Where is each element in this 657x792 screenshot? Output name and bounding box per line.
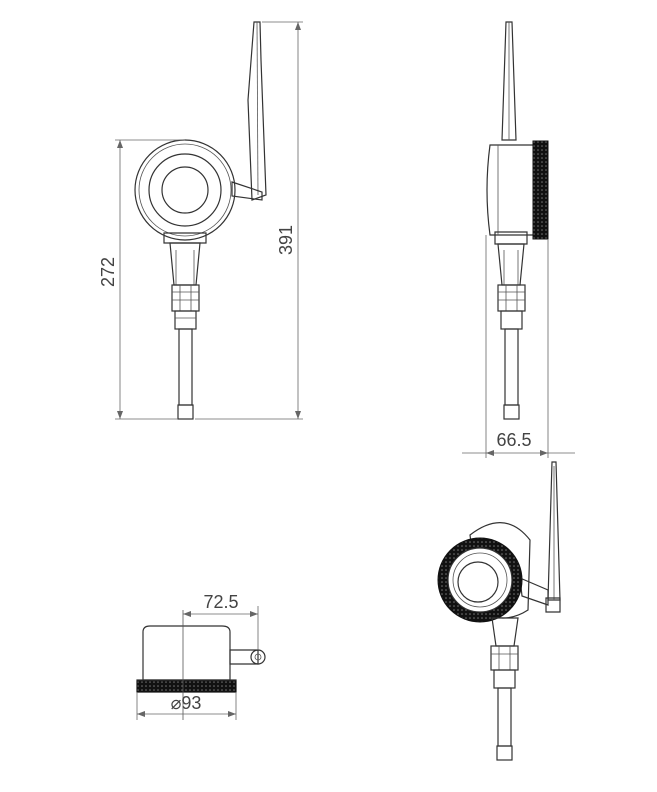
dimension-272-label: 272 bbox=[98, 257, 118, 287]
front-antenna bbox=[231, 21, 267, 201]
side-antenna bbox=[501, 21, 517, 141]
front-view: 391 272 bbox=[98, 21, 303, 420]
dimension-72-5: 72.5 bbox=[183, 592, 259, 650]
front-stem bbox=[169, 242, 201, 420]
dimension-272: 272 bbox=[98, 139, 185, 420]
svg-text:⌀93: ⌀93 bbox=[171, 693, 202, 713]
dimension-391: 391 bbox=[195, 21, 303, 420]
side-housing bbox=[486, 140, 549, 245]
diameter-symbol: ⌀ bbox=[171, 693, 182, 713]
dimension-391-label: 391 bbox=[276, 225, 296, 255]
top-antenna-stub bbox=[229, 649, 266, 665]
iso-stem bbox=[490, 617, 519, 761]
dimension-66-5: 66.5 bbox=[462, 235, 575, 458]
iso-housing bbox=[437, 522, 531, 623]
dimension-93: ⌀93 bbox=[136, 692, 237, 720]
isometric-view bbox=[437, 461, 561, 761]
dimension-66-5-label: 66.5 bbox=[496, 430, 531, 450]
dimension-72-5-label: 72.5 bbox=[203, 592, 238, 612]
iso-antenna bbox=[519, 461, 561, 613]
dimension-93-label: 93 bbox=[181, 693, 201, 713]
side-view: 66.5 bbox=[462, 21, 575, 458]
front-housing bbox=[134, 139, 236, 244]
side-stem bbox=[497, 243, 526, 420]
top-view: 72.5 ⌀93 bbox=[136, 592, 266, 720]
